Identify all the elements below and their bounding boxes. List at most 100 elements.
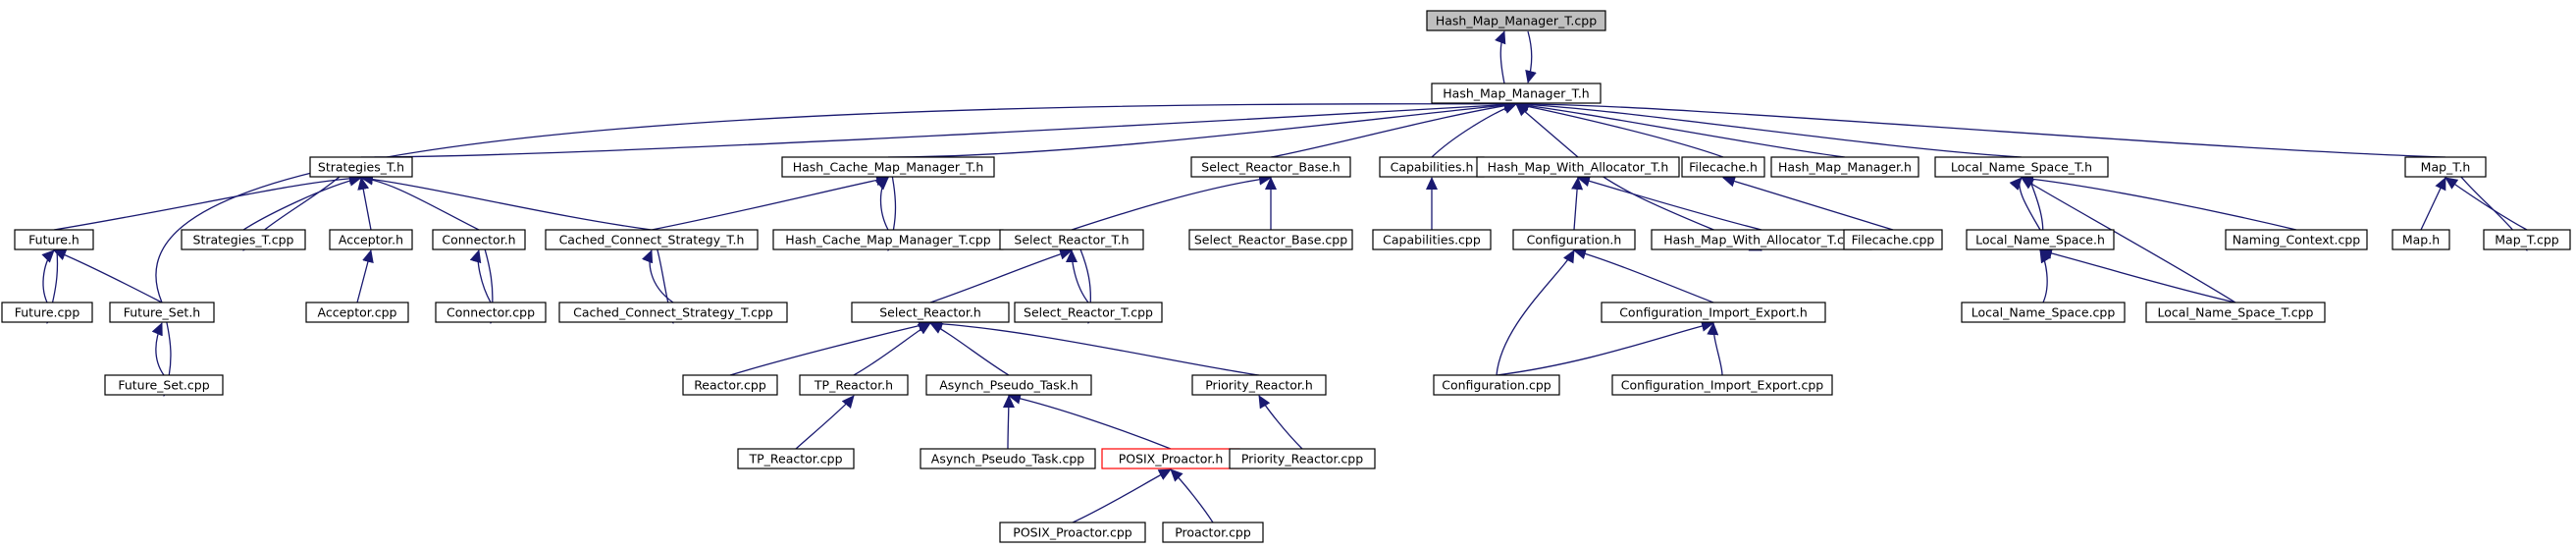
graph-node-acceptor-h[interactable]: Acceptor.h bbox=[329, 229, 413, 250]
graph-node-hmmgr-h[interactable]: Hash_Map_Manager.h bbox=[1770, 156, 1919, 178]
node-label: Hash_Map_Manager_T.h bbox=[1443, 86, 1589, 101]
graph-node-proactor-cpp[interactable]: Proactor.cpp bbox=[1162, 522, 1264, 543]
node-label: Proactor.cpp bbox=[1175, 525, 1251, 540]
graph-node-pr-h[interactable]: Priority_Reactor.h bbox=[1191, 374, 1327, 396]
graph-node-apt-cpp[interactable]: Asynch_Pseudo_Task.cpp bbox=[920, 448, 1096, 469]
node-box bbox=[1934, 156, 2109, 178]
graph-node-cie-h[interactable]: Configuration_Import_Export.h bbox=[1601, 302, 1826, 323]
graph-node-future-h[interactable]: Future.h bbox=[14, 229, 94, 250]
edge-lns_t_cpp-to-lns_h bbox=[2039, 248, 2236, 303]
graph-node-map-t-h[interactable]: Map_T.h bbox=[2404, 156, 2487, 178]
node-label: Acceptor.h bbox=[339, 233, 403, 248]
edge-lns_h-to-lns_t_h bbox=[2009, 177, 2041, 231]
graph-node-connector-h[interactable]: Connector.h bbox=[432, 229, 526, 250]
node-box bbox=[737, 448, 855, 469]
graph-node-filecache-h[interactable]: Filecache.h bbox=[1681, 156, 1765, 178]
node-box bbox=[558, 302, 788, 323]
graph-node-cap-h[interactable]: Capabilities.h bbox=[1379, 156, 1485, 178]
node-label: TP_Reactor.cpp bbox=[748, 452, 842, 467]
graph-node-srb-h[interactable]: Select_Reactor_Base.h bbox=[1190, 156, 1351, 178]
graph-node-apt-h[interactable]: Asynch_Pseudo_Task.h bbox=[925, 374, 1092, 396]
node-label: Capabilities.cpp bbox=[1383, 233, 1481, 248]
node-box bbox=[1190, 156, 1351, 178]
graph-node-pr-cpp[interactable]: Priority_Reactor.cpp bbox=[1229, 448, 1376, 469]
node-box bbox=[781, 156, 995, 178]
graph-node-tpr-h[interactable]: TP_Reactor.h bbox=[799, 374, 909, 396]
graph-node-posix-cpp[interactable]: POSIX_Proactor.cpp bbox=[999, 522, 1146, 543]
node-label: Local_Name_Space.h bbox=[1975, 233, 2105, 248]
graph-node-ccs-h[interactable]: Cached_Connect_Strategy_T.h bbox=[545, 229, 759, 250]
graph-node-map-h[interactable]: Map.h bbox=[2392, 229, 2450, 250]
graph-node-strategies-cpp[interactable]: Strategies_T.cpp bbox=[181, 229, 306, 250]
node-label: POSIX_Proactor.h bbox=[1119, 452, 1224, 467]
edge-connector_h-to-strategies_h bbox=[360, 173, 480, 231]
node-box bbox=[14, 229, 94, 250]
graph-node-hmm-cpp[interactable]: Hash_Map_Manager_T.cpp bbox=[1426, 10, 1606, 31]
graph-node-ccs-cpp[interactable]: Cached_Connect_Strategy_T.cpp bbox=[558, 302, 788, 323]
edge-apt_cpp-to-apt_h bbox=[1002, 395, 1015, 450]
edge-filecache_h-to-hmm_h bbox=[1515, 100, 1724, 158]
node-box bbox=[1611, 374, 1833, 396]
graph-node-config-cpp[interactable]: Configuration.cpp bbox=[1433, 374, 1560, 396]
node-label: Hash_Map_With_Allocator_T.cpp bbox=[1663, 233, 1860, 248]
graph-node-sr-h[interactable]: Select_Reactor.h bbox=[851, 302, 1010, 323]
node-box bbox=[181, 229, 306, 250]
graph-node-lns-cpp[interactable]: Local_Name_Space.cpp bbox=[1961, 302, 2126, 323]
graph-node-cap-cpp[interactable]: Capabilities.cpp bbox=[1372, 229, 1492, 250]
node-box bbox=[1188, 229, 1353, 250]
node-label: Configuration.h bbox=[1527, 233, 1622, 248]
graph-node-map-t-cpp[interactable]: Map_T.cpp bbox=[2483, 229, 2571, 250]
node-box bbox=[1191, 374, 1327, 396]
node-box bbox=[1162, 522, 1264, 543]
node-label: Cached_Connect_Strategy_T.cpp bbox=[573, 305, 773, 320]
graph-node-acceptor-cpp[interactable]: Acceptor.cpp bbox=[305, 302, 409, 323]
node-label: Configuration.cpp bbox=[1442, 378, 1551, 393]
graph-node-hcmm-cpp[interactable]: Hash_Cache_Map_Manager_T.cpp bbox=[772, 229, 1004, 250]
graph-node-filecache-cpp[interactable]: Filecache.cpp bbox=[1843, 229, 1943, 250]
node-box bbox=[329, 229, 413, 250]
node-box bbox=[682, 374, 778, 396]
node-label: Filecache.cpp bbox=[1852, 233, 1935, 248]
node-box bbox=[2404, 156, 2487, 178]
node-label: Connector.h bbox=[442, 233, 515, 248]
graph-node-future-set-h[interactable]: Future_Set.h bbox=[109, 302, 215, 323]
graph-node-hmm-h[interactable]: Hash_Map_Manager_T.h bbox=[1431, 82, 1602, 104]
graph-node-future-cpp[interactable]: Future.cpp bbox=[1, 302, 93, 323]
edge-map_t_cpp-to-map_t_h bbox=[2445, 177, 2528, 231]
graph-node-hcmm-h[interactable]: Hash_Cache_Map_Manager_T.h bbox=[781, 156, 995, 178]
graph-node-tpr-cpp[interactable]: TP_Reactor.cpp bbox=[737, 448, 855, 469]
graph-node-config-h[interactable]: Configuration.h bbox=[1512, 229, 1636, 250]
node-box bbox=[1770, 156, 1919, 178]
node-box bbox=[1843, 229, 1943, 250]
graph-node-cie-cpp[interactable]: Configuration_Import_Export.cpp bbox=[1611, 374, 1833, 396]
edge-hcmm_h-to-hmm_h bbox=[887, 99, 1517, 158]
graph-node-connector-cpp[interactable]: Connector.cpp bbox=[435, 302, 547, 323]
graph-node-lns-t-cpp[interactable]: Local_Name_Space_T.cpp bbox=[2145, 302, 2326, 323]
graph-node-lns-h[interactable]: Local_Name_Space.h bbox=[1966, 229, 2115, 250]
edge-future_set_cpp-to-future_set_h bbox=[151, 322, 165, 376]
node-label: Select_Reactor_Base.cpp bbox=[1194, 233, 1347, 248]
graph-node-future-set-cpp[interactable]: Future_Set.cpp bbox=[104, 374, 224, 396]
graph-node-lns-t-h[interactable]: Local_Name_Space_T.h bbox=[1934, 156, 2109, 178]
node-label: Hash_Cache_Map_Manager_T.cpp bbox=[785, 233, 990, 248]
graph-node-hmwa-h[interactable]: Hash_Map_With_Allocator_T.h bbox=[1476, 156, 1680, 178]
graph-node-strategies-h[interactable]: Strategies_T.h bbox=[309, 156, 413, 178]
edge-future_set_h-to-future_h bbox=[53, 248, 163, 303]
node-box bbox=[2392, 229, 2450, 250]
graph-node-posix-h[interactable]: POSIX_Proactor.h bbox=[1101, 448, 1240, 469]
graph-node-naming-cpp[interactable]: Naming_Context.cpp bbox=[2225, 229, 2368, 250]
graph-node-reactor-cpp[interactable]: Reactor.cpp bbox=[682, 374, 778, 396]
node-label: Configuration_Import_Export.cpp bbox=[1621, 378, 1823, 393]
graph-node-srt-cpp[interactable]: Select_Reactor_T.cpp bbox=[1014, 302, 1163, 323]
node-label: Capabilities.h bbox=[1391, 160, 1474, 175]
graph-node-hmwa-cpp[interactable]: Hash_Map_With_Allocator_T.cpp bbox=[1651, 229, 1872, 250]
node-box bbox=[925, 374, 1092, 396]
node-label: Map_T.cpp bbox=[2495, 233, 2559, 248]
node-label: Hash_Cache_Map_Manager_T.h bbox=[793, 160, 984, 175]
graph-node-srb-cpp[interactable]: Select_Reactor_Base.cpp bbox=[1188, 229, 1353, 250]
node-label: Configuration_Import_Export.h bbox=[1619, 305, 1808, 320]
graph-node-srt-h[interactable]: Select_Reactor_T.h bbox=[999, 229, 1144, 250]
edge-srb_h-to-hmm_h bbox=[1270, 99, 1517, 158]
node-label: Hash_Map_With_Allocator_T.h bbox=[1488, 160, 1669, 175]
node-label: Strategies_T.cpp bbox=[193, 233, 294, 248]
